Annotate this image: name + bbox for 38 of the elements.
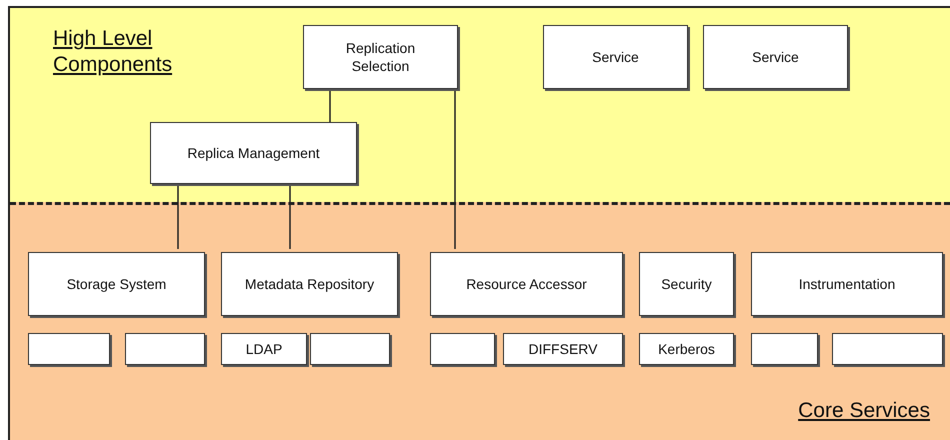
connector-line bbox=[454, 89, 456, 249]
band-heading: High Level Components bbox=[53, 26, 174, 78]
component-tag bbox=[310, 333, 390, 365]
box-label: DIFFSERV bbox=[528, 340, 598, 358]
connector-line bbox=[329, 89, 331, 122]
component-box bbox=[150, 122, 357, 184]
component-tag bbox=[639, 333, 734, 365]
box-label: Instrumentation bbox=[798, 274, 896, 294]
band-heading: Core Services bbox=[798, 398, 930, 424]
component-box bbox=[28, 252, 205, 316]
component-tag bbox=[430, 333, 495, 365]
connector-line bbox=[177, 184, 179, 249]
box-label: Resource Accessor bbox=[465, 274, 588, 294]
box-label: Service bbox=[591, 48, 640, 66]
component-box bbox=[303, 25, 458, 89]
lower-band bbox=[10, 202, 950, 440]
box-label: Replication Selection bbox=[344, 38, 416, 76]
box-label: Metadata Repository bbox=[244, 274, 376, 294]
box-label: Security bbox=[660, 274, 713, 294]
component-box bbox=[221, 252, 398, 316]
box-label: Replica Management bbox=[186, 144, 321, 162]
component-tag bbox=[28, 333, 110, 365]
box-label: Kerberos bbox=[657, 340, 716, 358]
component-box bbox=[751, 252, 943, 316]
component-box bbox=[430, 252, 623, 316]
connector-line bbox=[289, 184, 291, 249]
component-tag bbox=[221, 333, 307, 365]
component-tag bbox=[751, 333, 818, 365]
box-label: LDAP bbox=[244, 340, 284, 358]
box-label: Service bbox=[751, 48, 800, 66]
component-tag bbox=[832, 333, 943, 365]
upper-band bbox=[10, 8, 950, 202]
component-box bbox=[703, 25, 848, 89]
component-box bbox=[543, 25, 688, 89]
box-label: Storage System bbox=[66, 274, 168, 294]
component-box bbox=[639, 252, 734, 316]
component-tag bbox=[503, 333, 623, 365]
component-tag bbox=[125, 333, 205, 365]
